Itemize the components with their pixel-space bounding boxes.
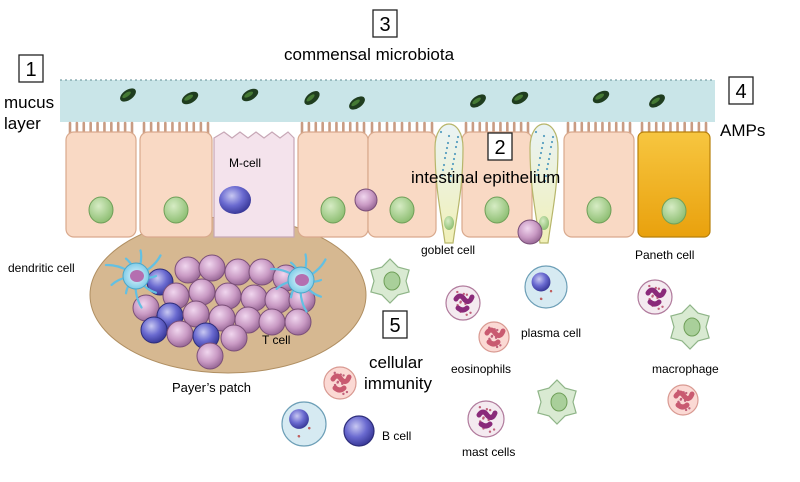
eosinophil <box>667 384 699 416</box>
nucleus <box>586 196 612 224</box>
label-payers-patch: Payer’s patch <box>172 380 251 395</box>
nucleus <box>163 196 189 224</box>
mast-cell <box>445 285 481 321</box>
t-lymphocyte <box>220 324 248 352</box>
marker-1-text: 1 <box>25 59 36 81</box>
t-lymphocyte <box>284 308 312 336</box>
enterocyte <box>297 121 369 238</box>
label-eosinophils: eosinophils <box>451 362 511 376</box>
eosinophil <box>478 321 510 353</box>
bacterium <box>511 91 529 105</box>
goblet-cell <box>529 123 559 244</box>
bacterium <box>304 91 320 105</box>
intraepithelial-lymphocyte <box>354 188 378 212</box>
marker-3: 3 <box>372 9 398 38</box>
label-b-cell: B cell <box>382 429 411 443</box>
label-m-cell: M-cell <box>229 156 261 170</box>
bacterium <box>470 94 486 108</box>
enterocyte <box>563 121 635 238</box>
enterocyte <box>461 121 533 238</box>
plasma-cell <box>281 401 327 447</box>
intraepithelial-lymphocyte <box>517 219 543 245</box>
t-lymphocyte <box>174 256 202 284</box>
label-intestinal-epithelium: intestinal epithelium <box>411 168 560 187</box>
macrophage <box>537 379 577 425</box>
paneth-cell <box>637 121 711 238</box>
label-macrophage: macrophage <box>652 362 719 376</box>
enterocyte <box>139 121 213 238</box>
bacterium <box>120 88 136 102</box>
m-cell <box>213 131 295 238</box>
macrophage <box>370 258 410 304</box>
marker-2-text: 2 <box>494 137 505 159</box>
label-immunity-line1: cellular <box>369 353 423 372</box>
nucleus <box>484 196 510 224</box>
label-immunity-line2: immunity <box>364 374 433 393</box>
nucleus <box>320 196 346 224</box>
marker-4: 4 <box>728 76 754 105</box>
marker-2: 2 <box>487 132 513 161</box>
dendritic-cell <box>104 249 162 309</box>
label-mucus-line2: layer <box>4 114 41 133</box>
marker-5: 5 <box>382 310 408 339</box>
label-goblet-cell: goblet cell <box>421 243 475 257</box>
intestinal-epithelium <box>65 121 711 245</box>
dendritic-cell <box>269 253 327 313</box>
t-lymphocyte <box>224 258 252 286</box>
plasma-cell <box>524 265 568 309</box>
label-amps: AMPs <box>720 121 765 140</box>
b-cell <box>343 415 375 447</box>
mucus-layer <box>60 79 715 122</box>
enterocyte <box>65 121 137 238</box>
nucleus <box>88 196 114 224</box>
marker-5-text: 5 <box>389 315 400 337</box>
t-lymphocyte <box>198 254 226 282</box>
t-lymphocyte <box>248 258 276 286</box>
bacterium <box>649 94 665 108</box>
macrophage <box>670 304 710 350</box>
mast-cell <box>637 279 673 315</box>
mast-cell <box>467 400 505 438</box>
t-lymphocyte <box>166 320 194 348</box>
eosinophil <box>323 366 357 400</box>
bacterium <box>181 91 199 105</box>
label-plasma-cell: plasma cell <box>521 326 581 340</box>
lamina-propria-immune-cells <box>281 258 710 447</box>
enterocyte <box>367 121 437 238</box>
bacterium <box>592 90 610 104</box>
lymphocyte-in-m-cell <box>219 186 251 214</box>
t-lymphocyte <box>258 308 286 336</box>
goblet-cell <box>434 123 464 244</box>
b-lymphocyte <box>140 316 168 344</box>
label-dendritic-cell: dendritic cell <box>8 261 75 275</box>
bacterium <box>349 96 365 110</box>
nucleus <box>389 196 415 224</box>
t-lymphocyte <box>196 342 224 370</box>
label-paneth-cell: Paneth cell <box>635 248 694 262</box>
label-t-cell: T cell <box>262 333 290 347</box>
marker-1: 1 <box>18 54 44 83</box>
label-commensal-microbiota: commensal microbiota <box>284 45 455 64</box>
label-mucus-line1: mucus <box>4 93 54 112</box>
commensal-bacteria <box>120 88 665 110</box>
nucleus <box>661 197 687 225</box>
label-mast-cells: mast cells <box>462 445 515 459</box>
bacterium <box>241 88 259 102</box>
label-cellular-immunity: cellular immunity <box>364 353 433 393</box>
marker-3-text: 3 <box>379 14 390 36</box>
marker-4-text: 4 <box>735 81 746 103</box>
label-mucus-layer: mucus layer <box>4 93 59 133</box>
